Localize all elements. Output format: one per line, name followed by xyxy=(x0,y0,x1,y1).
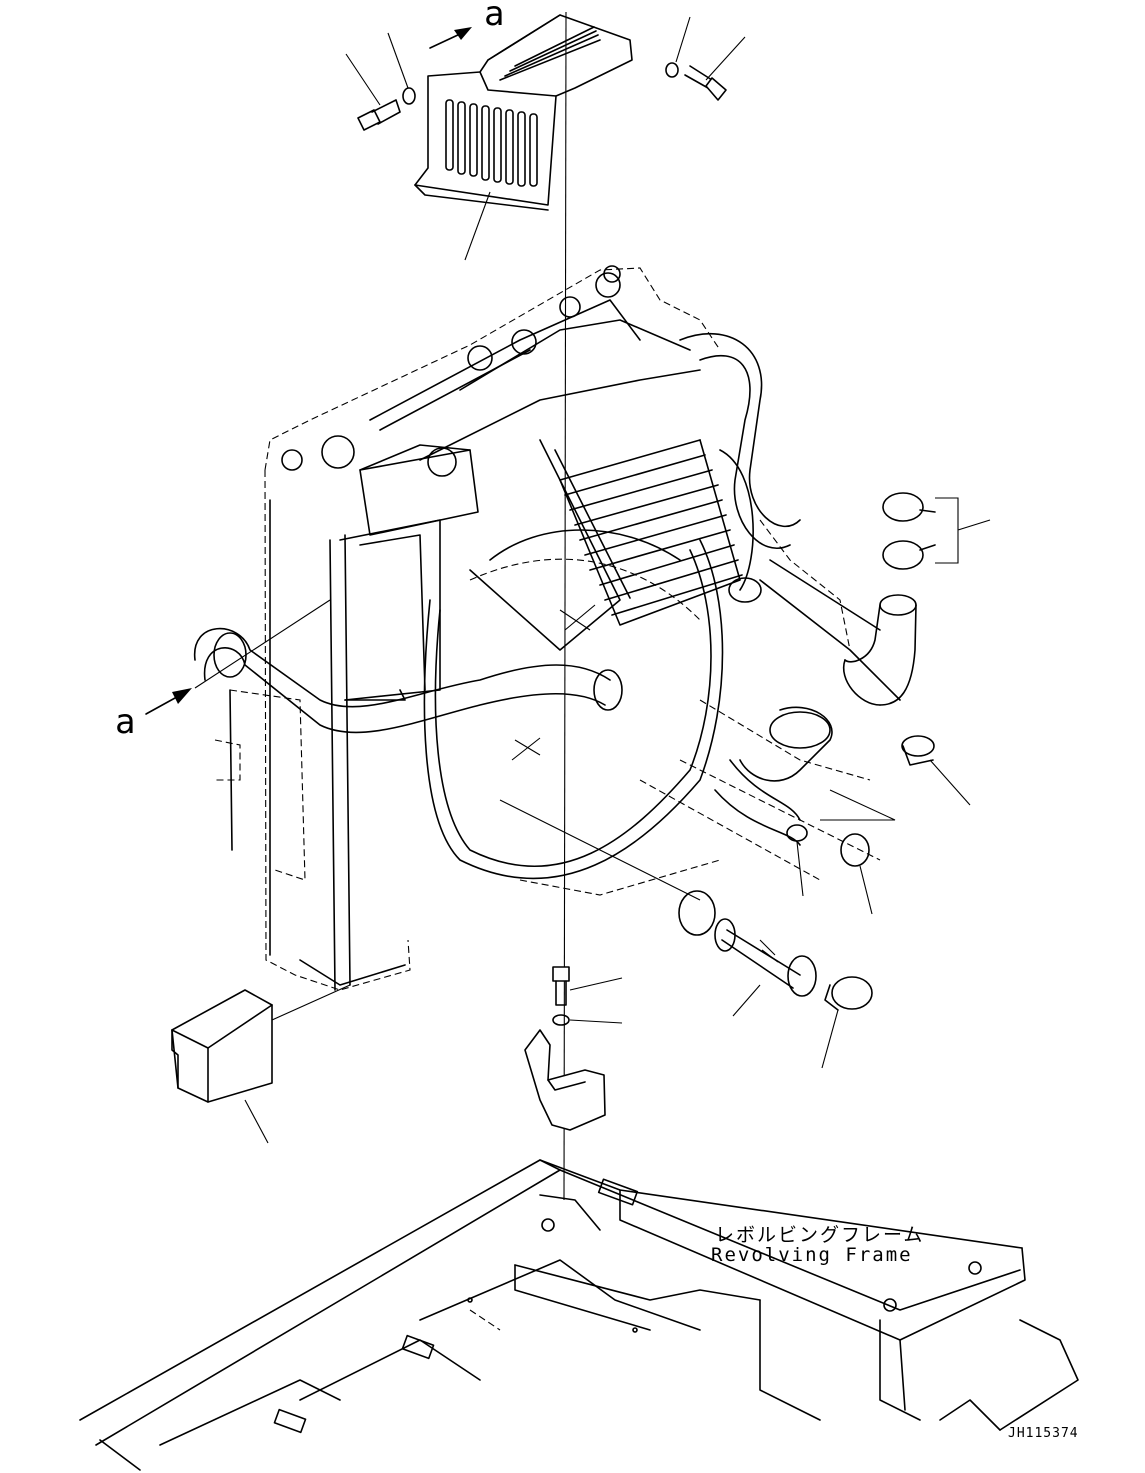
guard-washer-left xyxy=(402,87,416,105)
view-a-direction-line xyxy=(194,599,331,689)
leader-tank-box xyxy=(244,1099,269,1144)
radiator-guard-cover xyxy=(414,14,633,211)
view-label-a-top: a xyxy=(484,0,505,34)
hose-clamp-pair-top xyxy=(882,492,936,570)
leader-lines xyxy=(345,16,746,261)
upper-hose xyxy=(194,627,623,734)
frame-label-japanese: レボルビングフレーム xyxy=(715,1224,925,1246)
radiator-cap-1 xyxy=(467,345,493,371)
guard-washer-right xyxy=(665,62,679,78)
frame-label-english: Revolving Frame xyxy=(711,1244,913,1266)
hose-clamp-lower-right xyxy=(824,976,873,1011)
reserve-tank-box xyxy=(171,989,273,1103)
view-a-arrow-left xyxy=(145,688,192,715)
revolving-frame xyxy=(79,1159,1079,1471)
lower-hose-pair xyxy=(714,706,833,846)
hose-clamp-right xyxy=(901,735,935,766)
guard-front-vent-slots xyxy=(445,99,538,187)
right-hose xyxy=(679,332,901,701)
ring-clamp xyxy=(840,833,870,867)
hose-clamp-lower-left xyxy=(678,890,716,936)
left-support-bracket xyxy=(214,689,306,881)
elbow-hose xyxy=(842,594,917,706)
leader-clamp-right xyxy=(929,759,971,806)
mounting-washer xyxy=(552,1014,570,1026)
leader-straight-hose xyxy=(732,984,761,1017)
guard-bolt-left xyxy=(357,99,401,131)
oil-cooler-fins xyxy=(559,439,743,626)
view-a-arrow-top xyxy=(429,27,472,49)
view-label-a-left: a xyxy=(115,702,136,742)
radiator-assembly xyxy=(214,265,881,991)
mounting-bolt xyxy=(552,966,570,1006)
mounting-bracket xyxy=(524,1029,606,1131)
fan-shroud xyxy=(423,439,724,880)
assembly-center-line xyxy=(563,11,567,1201)
guard-bolt-right xyxy=(684,65,727,101)
guard-top-vent-slots xyxy=(499,26,601,81)
small-clamp xyxy=(786,824,808,842)
straight-hose xyxy=(714,918,817,997)
leader-clamp-pair xyxy=(935,497,991,564)
drawing-code: JH115374 xyxy=(1008,1426,1079,1441)
radiator-cap-2 xyxy=(511,329,537,355)
